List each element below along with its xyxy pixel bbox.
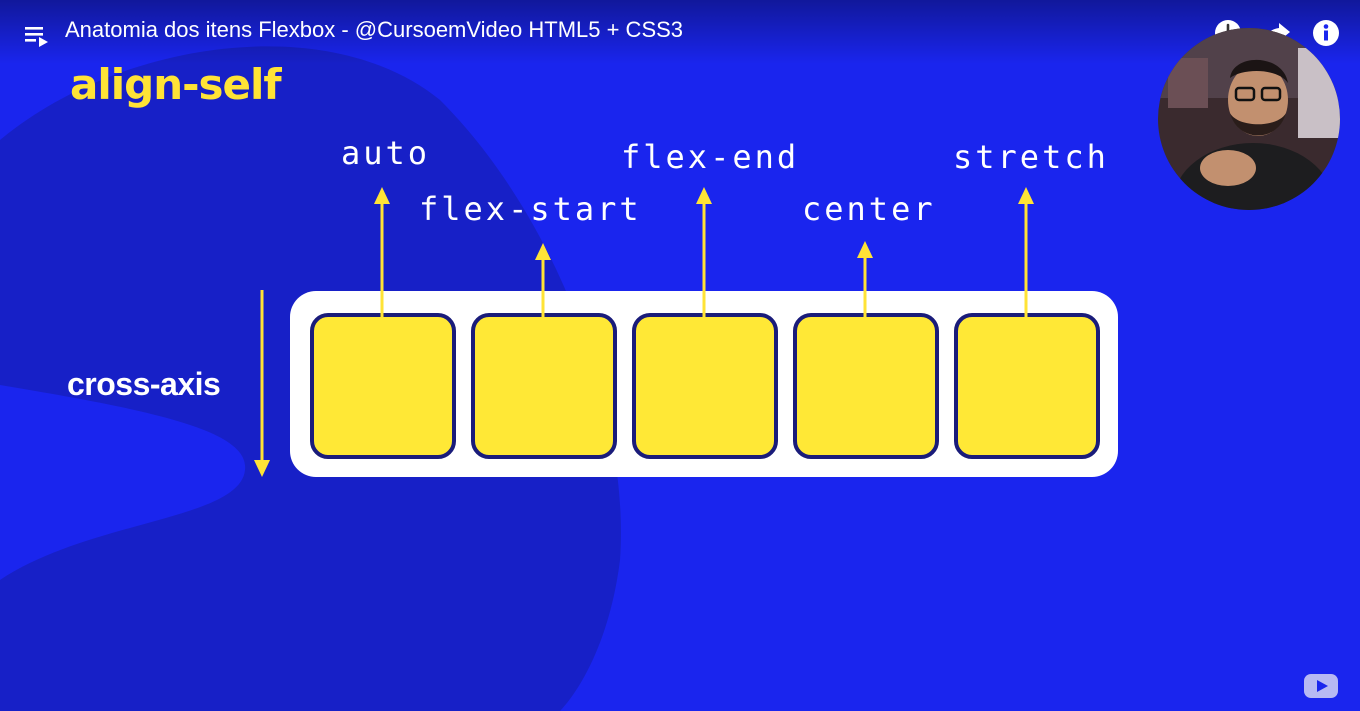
value-label-center: center (802, 190, 936, 228)
arrow-up-icon (696, 187, 712, 318)
info-icon[interactable] (1311, 18, 1341, 48)
arrow-up-icon (1018, 187, 1034, 318)
slide-title: align-self (70, 60, 282, 109)
arrow-up-icon (857, 241, 873, 318)
cross-axis-arrow (254, 290, 270, 477)
presenter-image (1158, 28, 1340, 210)
arrow-up-icon (535, 243, 551, 318)
flex-item (471, 313, 617, 459)
cross-axis-label: cross-axis (67, 366, 221, 402)
flex-item (632, 313, 778, 459)
playlist-icon[interactable] (24, 22, 50, 48)
arrow-up-icon (374, 187, 390, 318)
youtube-logo-icon[interactable] (1303, 672, 1339, 700)
presenter-webcam (1158, 28, 1340, 210)
value-label-flex-end: flex-end (621, 138, 800, 176)
value-label-auto: auto (341, 134, 431, 172)
flex-item (310, 313, 456, 459)
value-label-stretch: stretch (953, 138, 1109, 176)
value-label-flex-start: flex-start (419, 190, 642, 228)
video-title[interactable]: Anatomia dos itens Flexbox - @CursoemVid… (65, 17, 684, 42)
